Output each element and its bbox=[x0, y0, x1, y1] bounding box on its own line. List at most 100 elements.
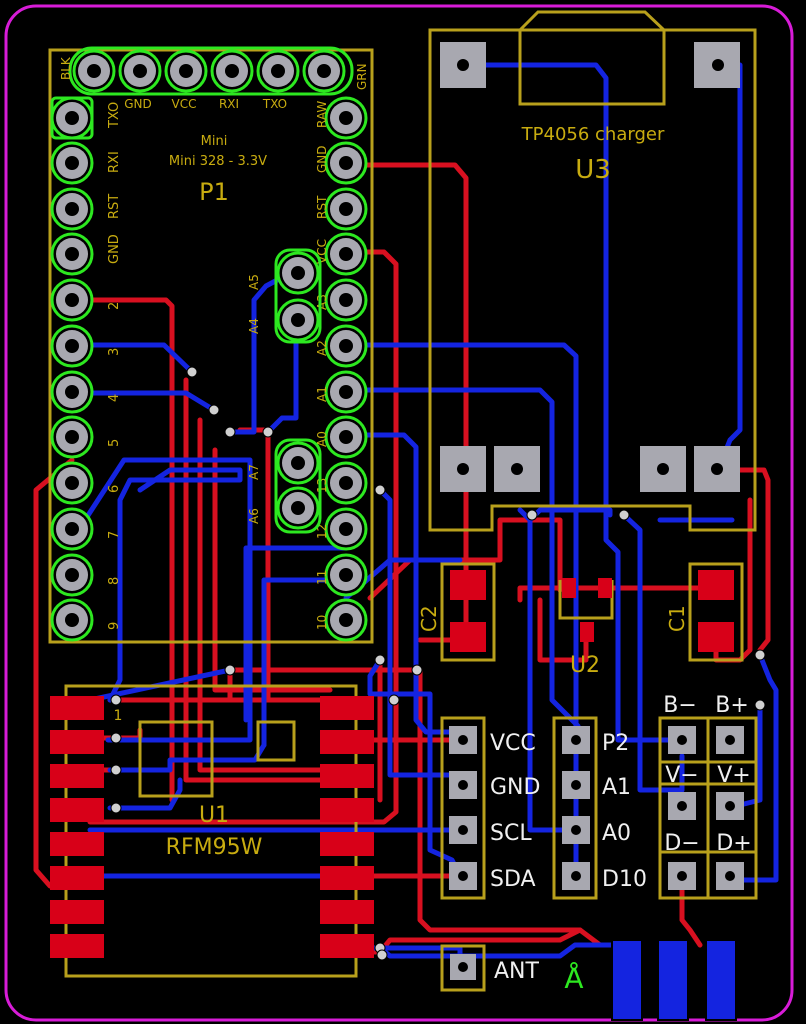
p1-label-grn: GRN bbox=[355, 63, 369, 90]
u1-pin1: 1 bbox=[114, 708, 123, 724]
charger-pad-4 bbox=[716, 792, 744, 820]
header-mid-pad-2 bbox=[562, 771, 590, 799]
via-10 bbox=[110, 694, 122, 706]
c1-pad-1 bbox=[698, 570, 734, 600]
p1-right-pin-3 bbox=[324, 187, 368, 231]
p1-right-pin-8 bbox=[324, 415, 368, 459]
antenna-pad: ANT bbox=[440, 944, 540, 992]
p1-left-pin-3 bbox=[50, 187, 94, 231]
charger-pad-3 bbox=[668, 792, 696, 820]
p1-left-pin-1 bbox=[50, 96, 94, 140]
u2-pad-2 bbox=[598, 578, 612, 598]
label-gnd: GND bbox=[490, 775, 540, 800]
p1-left-label-3: RST bbox=[107, 194, 122, 219]
u2-pad-3 bbox=[580, 622, 594, 642]
p1-left-label-11: 8 bbox=[107, 577, 122, 585]
p1-top-pin-6 bbox=[302, 49, 346, 93]
p1-label-blk: BLK bbox=[59, 56, 73, 80]
p1-left-pin-7 bbox=[50, 370, 94, 414]
c1-ref: C1 bbox=[665, 605, 689, 632]
p1-left-label-4: GND bbox=[107, 234, 122, 264]
p1-left-label-6: 3 bbox=[107, 348, 122, 356]
label-d-minus: D− bbox=[664, 831, 699, 856]
u1-pad-left-1 bbox=[50, 696, 104, 720]
via-12 bbox=[110, 764, 122, 776]
p1-ref: P1 bbox=[199, 178, 229, 206]
c2-ref: C2 bbox=[417, 605, 441, 632]
charger-pad-2 bbox=[716, 726, 744, 754]
label-b-plus: B+ bbox=[715, 693, 749, 718]
p1-top-label-gnd: GND bbox=[124, 97, 152, 111]
p1-top-pin-4 bbox=[210, 49, 254, 93]
p1-label-a5: A5 bbox=[247, 274, 261, 290]
c2-pad-1 bbox=[450, 570, 486, 600]
label-v-plus: V+ bbox=[717, 763, 750, 788]
header-mid-pad-3 bbox=[562, 816, 590, 844]
p1-right-label-6: A2 bbox=[315, 340, 329, 356]
p1-analog-pin-2 bbox=[276, 298, 320, 342]
p1-left-pin-2 bbox=[50, 141, 94, 185]
label-vcc: VCC bbox=[490, 731, 536, 756]
header-left-pad-4 bbox=[449, 862, 477, 890]
p1-pro-mini: BLK GRN GND VCC RXI TXO TXORXIRSTGND2345… bbox=[48, 46, 374, 644]
p1-right-pin-1 bbox=[324, 96, 368, 140]
p1-right-label-2: GND bbox=[315, 145, 329, 173]
u1-ref: U1 bbox=[199, 803, 229, 828]
p1-left-label-2: RXI bbox=[107, 151, 122, 173]
p1-analog-pin-4 bbox=[276, 486, 320, 530]
u1-pad-left-8 bbox=[50, 934, 104, 958]
via-13 bbox=[110, 802, 122, 814]
p1-right-pin-2 bbox=[324, 141, 368, 185]
u1-name: RFM95W bbox=[166, 835, 263, 860]
label-sda: SDA bbox=[490, 867, 536, 892]
label-ant: ANT bbox=[494, 959, 540, 984]
p1-right-pin-6 bbox=[324, 324, 368, 368]
charger-pad-5 bbox=[668, 862, 696, 890]
label-a1: A1 bbox=[602, 775, 631, 800]
u2-ref: U2 bbox=[570, 653, 600, 678]
p1-top-pin-2 bbox=[118, 49, 162, 93]
u1-rfm95w: 1 U1 RFM95W bbox=[50, 684, 374, 978]
u1-pad-left-5 bbox=[50, 832, 104, 856]
via-14 bbox=[526, 509, 538, 521]
p1-left-label-1: TXO bbox=[107, 102, 122, 129]
p1-right-label-5: A3 bbox=[315, 294, 329, 310]
via-7 bbox=[411, 664, 423, 676]
via-19 bbox=[376, 949, 388, 961]
via-3 bbox=[224, 426, 236, 438]
p1-top-header bbox=[68, 46, 354, 96]
p1-right-pin-4 bbox=[324, 232, 368, 276]
p1-left-pin-5 bbox=[50, 278, 94, 322]
u1-pad-right-8 bbox=[320, 934, 374, 958]
p1-right-label-9: 13 bbox=[315, 478, 329, 493]
p1-left-pin-6 bbox=[50, 324, 94, 368]
p1-left-label-10: 7 bbox=[107, 531, 122, 539]
p1-left-pin-4 bbox=[50, 232, 94, 276]
p1-left-label-12: 9 bbox=[107, 622, 122, 630]
p1-left-pin-8 bbox=[50, 415, 94, 459]
u1-pad-right-1 bbox=[320, 696, 374, 720]
u1-pad-left-7 bbox=[50, 900, 104, 924]
label-b-minus: B− bbox=[663, 693, 697, 718]
p1-subtitle: Mini 328 - 3.3V bbox=[169, 154, 267, 169]
p1-right-pin-10 bbox=[324, 507, 368, 551]
p1-left-label-7: 4 bbox=[107, 394, 122, 402]
u1-pad-left-2 bbox=[50, 730, 104, 754]
p1-top-pin-3 bbox=[164, 49, 208, 93]
label-p2: P2 bbox=[602, 731, 629, 756]
u3-tp4056-module: TP4056 charger U3 bbox=[428, 10, 757, 532]
label-a0: A0 bbox=[602, 821, 631, 846]
u1-pad-right-3 bbox=[320, 764, 374, 788]
header-mid-pad-4 bbox=[562, 862, 590, 890]
p1-left-pin-10 bbox=[50, 507, 94, 551]
p1-right-label-1: RAW bbox=[315, 101, 329, 128]
header-left bbox=[440, 716, 486, 900]
p1-analog-pin-1 bbox=[276, 251, 320, 295]
p1-left-label-8: 5 bbox=[107, 439, 122, 447]
p1-right-label-8: A0 bbox=[315, 431, 329, 447]
via-6 bbox=[374, 654, 386, 666]
vias bbox=[110, 366, 766, 961]
p1-top-pin-1 bbox=[72, 49, 116, 93]
u3-name: TP4056 charger bbox=[521, 124, 665, 145]
